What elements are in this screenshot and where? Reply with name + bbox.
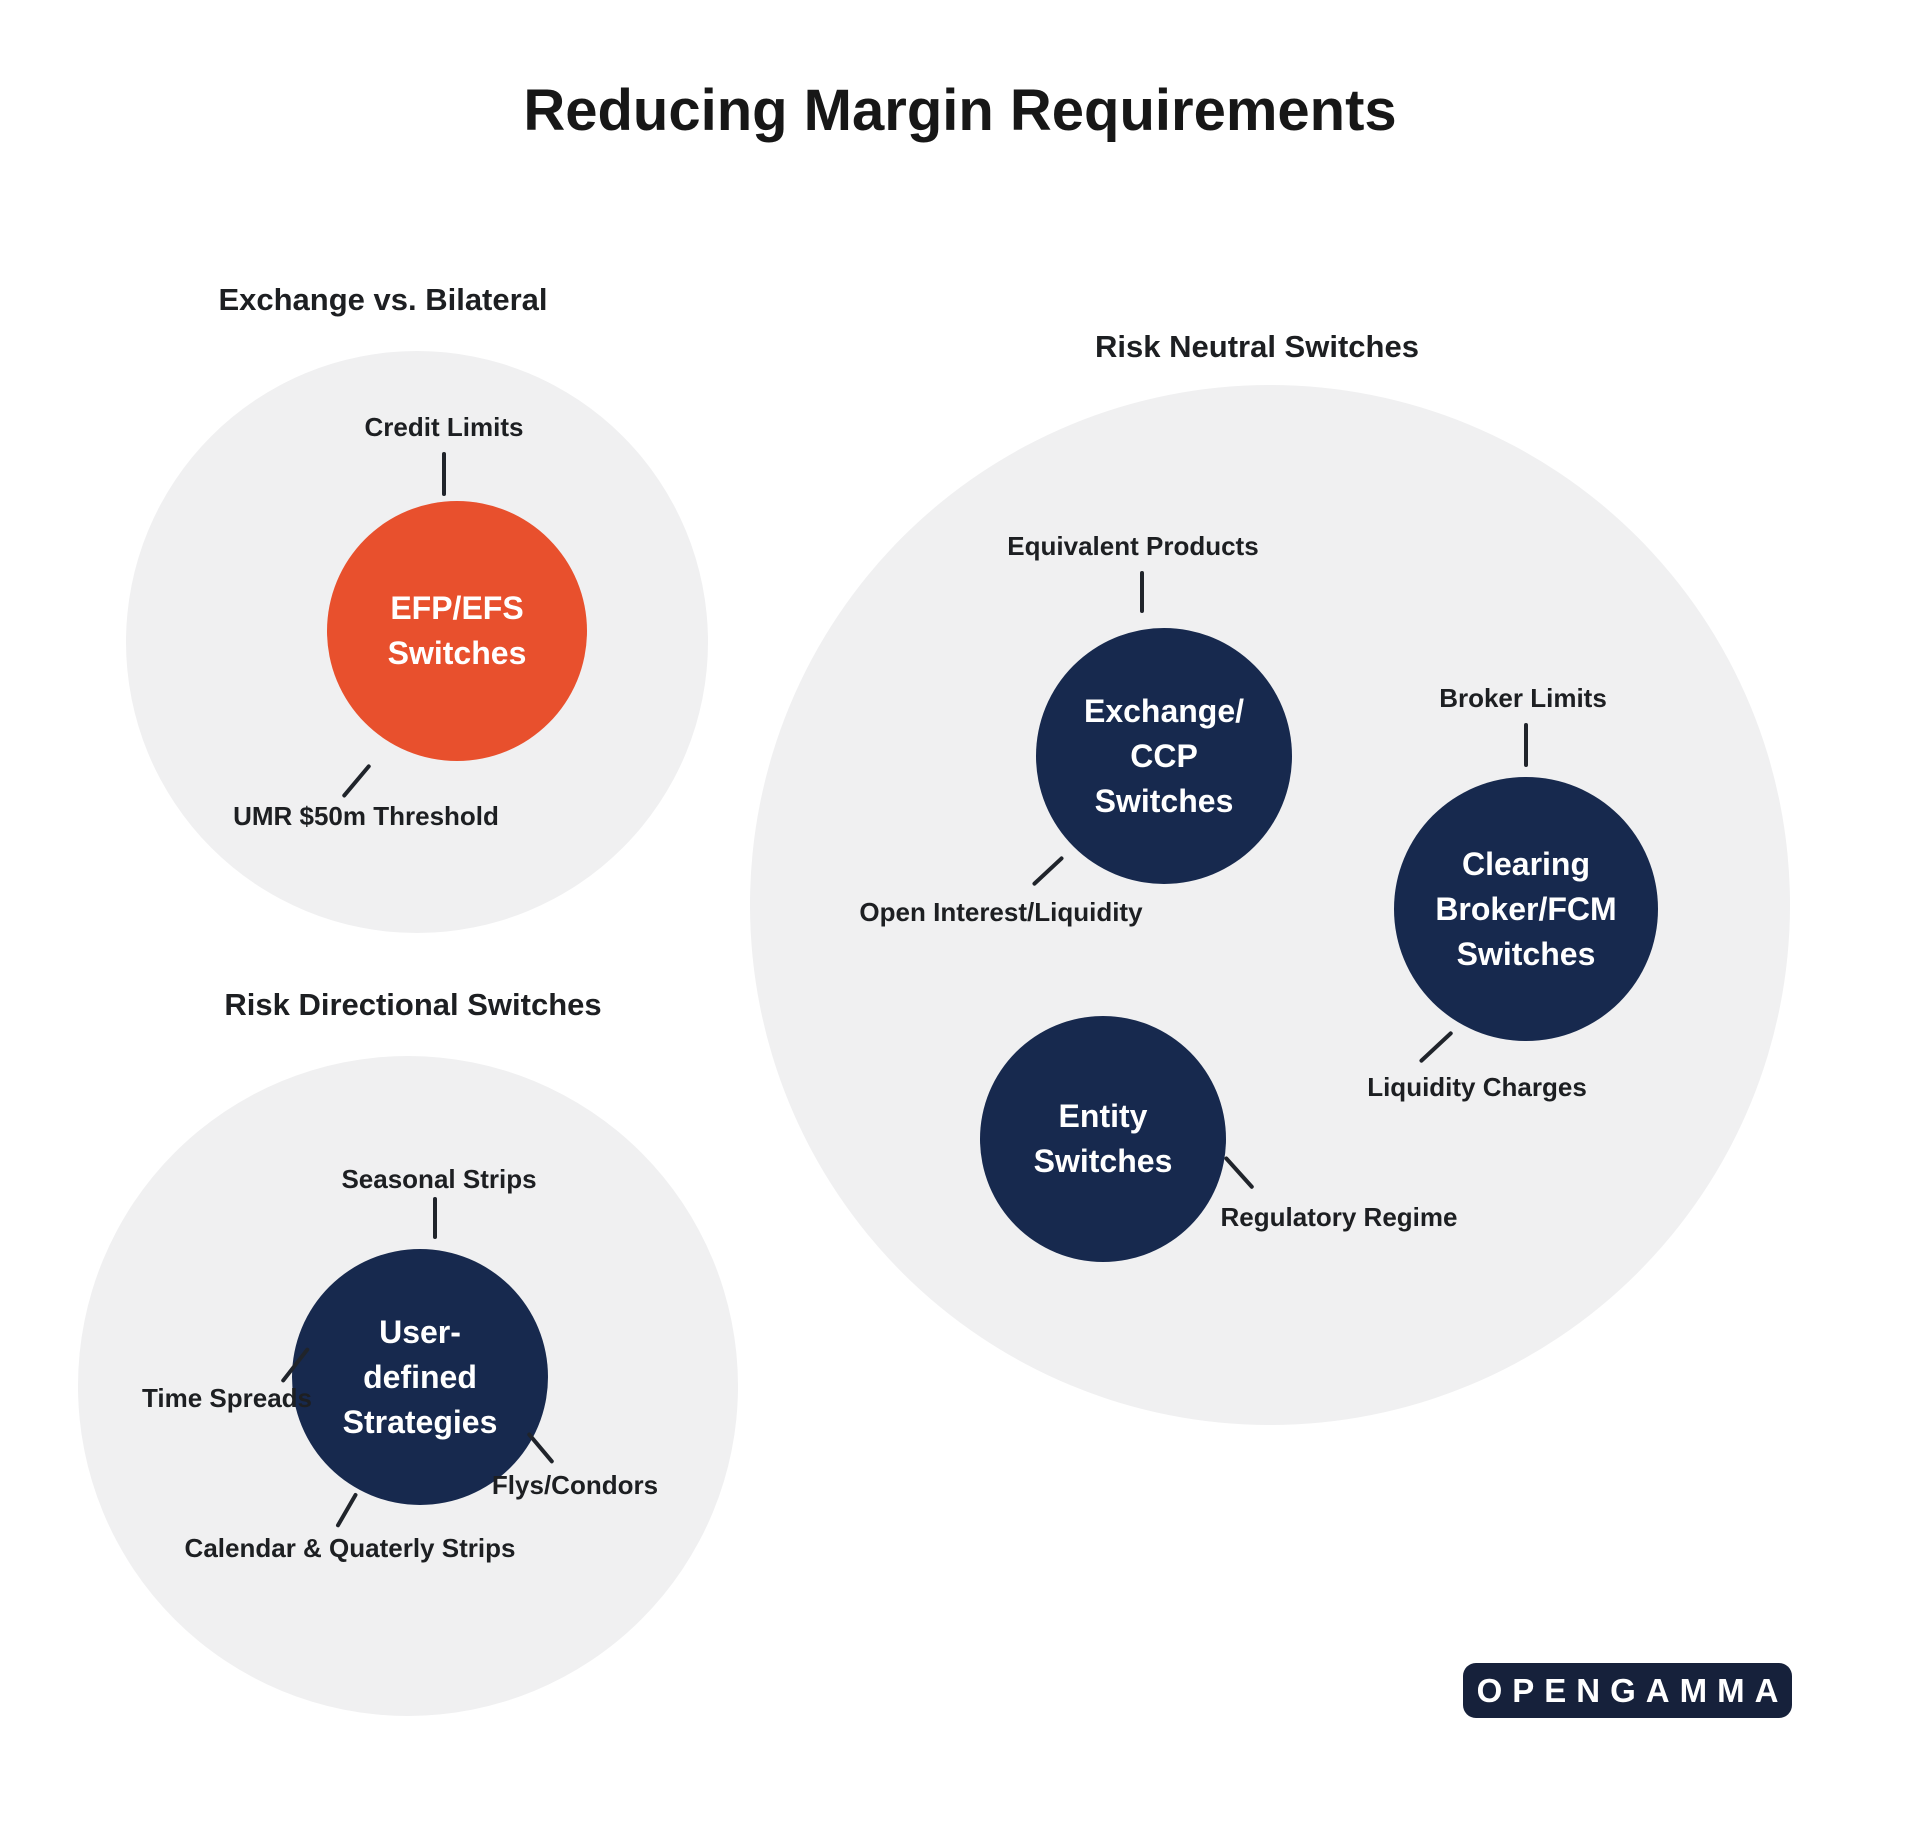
section-heading-risk-neutral: Risk Neutral Switches [1095,329,1419,364]
label-regulatory-regime: Regulatory Regime [1220,1202,1458,1232]
page-title: Reducing Margin Requirements [523,78,1397,143]
connector-broker-limits-line [1524,723,1528,767]
node-user-defined-strategies: User- defined Strategies [292,1249,548,1505]
node-text-line: Strategies [342,1403,498,1440]
node-text-line: Clearing [1461,845,1591,882]
section-heading-exchange-bilateral: Exchange vs. Bilateral [218,282,548,317]
node-text-line: Switches [1094,782,1234,819]
label-equivalent-products: Equivalent Products [1007,531,1259,561]
node-text-line: Switches [387,635,527,671]
label-flys-condors: Flys/Condors [491,1470,659,1500]
node-text-line: CCP [1130,737,1198,774]
label-open-interest-liquidity: Open Interest/Liquidity [859,897,1143,927]
node-text-line: EFP/EFS [390,590,524,626]
node-text-line: User- [379,1313,461,1350]
label-broker-limits: Broker Limits [1439,683,1607,713]
label-credit-limits: Credit Limits [364,412,524,442]
node-entity-switches: Entity Switches [980,1016,1226,1262]
connector-seasonal-strips-line [433,1197,437,1239]
opengamma-logo-text: OPENGAMMA [1476,1671,1789,1709]
node-clearing-broker-fcm-switches: Clearing Broker/FCM Switches [1394,777,1658,1041]
opengamma-logo: OPENGAMMA [1463,1663,1792,1718]
node-text-line: Entity [1058,1098,1148,1134]
connector-equivalent-products-line [1140,571,1144,613]
node-text-line: Switches [1456,935,1596,972]
section-heading-risk-directional: Risk Directional Switches [224,987,602,1022]
label-time-spreads: Time Spreads [141,1383,313,1413]
node-exchange-ccp-switches: Exchange/ CCP Switches [1036,628,1292,884]
label-liquidity-charges: Liquidity Charges [1367,1072,1587,1102]
node-text-line: defined [363,1358,477,1395]
node-text-line: Exchange/ [1083,692,1245,729]
label-umr-threshold: UMR $50m Threshold [233,801,499,831]
node-text-line: Switches [1033,1143,1173,1179]
node-text-line: Broker/FCM [1435,890,1617,927]
node-efp-efs-switches: EFP/EFS Switches [327,501,587,761]
label-calendar-quaterly-strips: Calendar & Quaterly Strips [184,1533,516,1563]
label-seasonal-strips: Seasonal Strips [341,1164,537,1194]
connector-credit-limits-line [442,452,446,496]
